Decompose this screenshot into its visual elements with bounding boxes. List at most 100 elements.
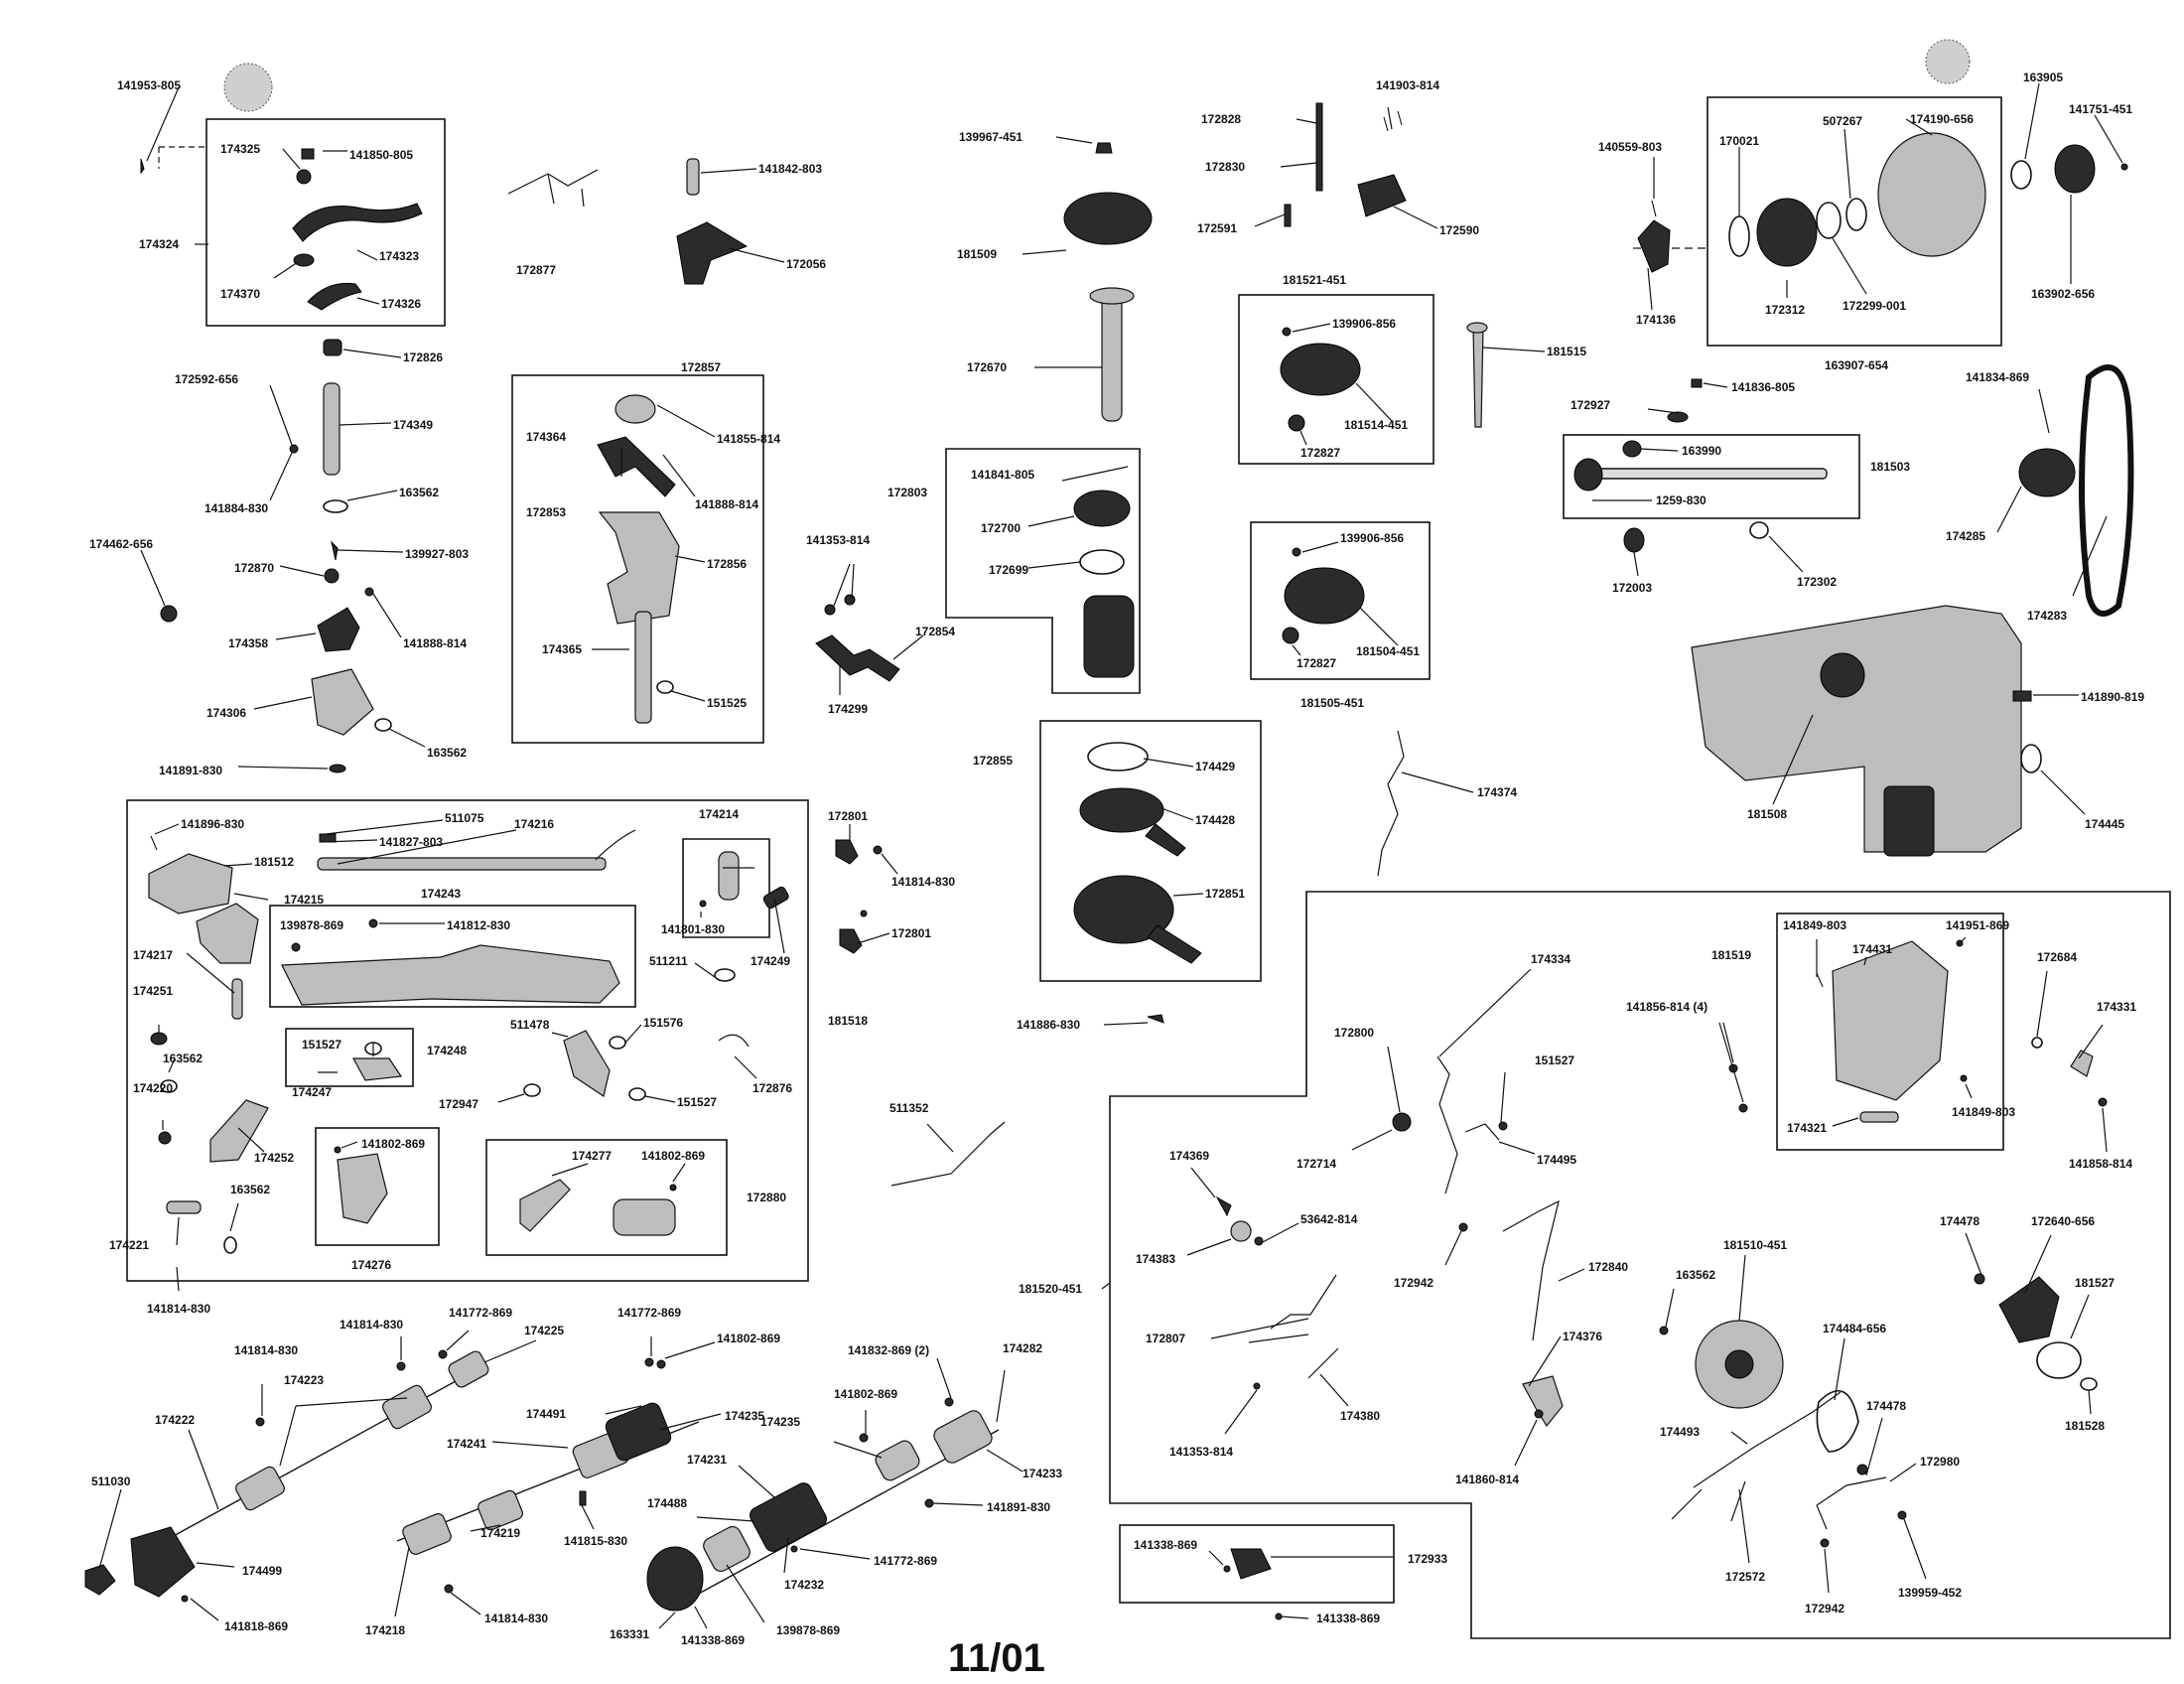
screw-141886 [1147, 1014, 1164, 1024]
label-141772-869-a: 141772-869 [449, 1306, 512, 1320]
link-174277-b [613, 1198, 676, 1236]
label-139906-856-b: 139906-856 [1340, 531, 1404, 545]
box-163907-654 [1706, 96, 2002, 347]
screw-141772-c [790, 1545, 798, 1553]
label-172980: 172980 [1920, 1455, 1960, 1469]
collar-163990 [1622, 440, 1642, 458]
label-172942-a: 172942 [1394, 1276, 1433, 1290]
lever-174334 [1436, 1055, 1458, 1194]
label-163907-654: 163907-654 [1825, 358, 1888, 372]
screw-141860 [1534, 1409, 1544, 1419]
box-172880 [485, 1139, 728, 1256]
label-141856-814-4: 141856-814 (4) [1626, 1000, 1707, 1014]
leader-lines [98, 82, 2123, 1629]
spool-172803 [1083, 595, 1135, 678]
pin-172591 [1284, 204, 1292, 227]
lever-174323 [292, 203, 423, 242]
label-174218: 174218 [365, 1623, 405, 1637]
label-141884-830: 141884-830 [205, 501, 268, 515]
part-172801-a [835, 839, 859, 865]
label-172851: 172851 [1205, 887, 1245, 901]
label-141802-869-a: 141802-869 [361, 1137, 425, 1151]
label-174276: 174276 [351, 1258, 391, 1272]
label-174241: 174241 [447, 1437, 486, 1451]
label-174232: 174232 [784, 1578, 824, 1592]
part-172826 [323, 339, 342, 356]
label-174445: 174445 [2085, 817, 2124, 831]
label-139967-451: 139967-451 [959, 130, 1023, 144]
collar-174233 [933, 1410, 993, 1464]
box-181505-451 [1250, 521, 1431, 680]
label-172684: 172684 [2037, 950, 2077, 964]
ring-511211 [714, 968, 736, 982]
label-174380: 174380 [1340, 1409, 1380, 1423]
collar-174488 [703, 1525, 751, 1573]
housing-172640 [1998, 1276, 2060, 1343]
label-172800: 172800 [1334, 1026, 1374, 1040]
label-172942-b: 172942 [1805, 1602, 1844, 1615]
gear-174232 [750, 1482, 827, 1552]
label-172801-a: 172801 [828, 809, 868, 823]
label-172853: 172853 [526, 505, 566, 519]
pulley-174285 [2018, 448, 2076, 497]
part-174478-b [1856, 1464, 1868, 1475]
label-172933: 172933 [1408, 1552, 1447, 1566]
label-141827-803: 141827-803 [379, 835, 443, 849]
label-139878-869-a: 139878-869 [280, 918, 343, 932]
part-illustrations [84, 39, 2134, 1620]
screw-141856-2 [1738, 1103, 1748, 1113]
box-174243 [269, 905, 636, 1008]
label-172877: 172877 [516, 263, 556, 277]
pulley-163902 [2054, 144, 2096, 194]
pulley-172312 [1756, 198, 1818, 267]
label-174231: 174231 [687, 1453, 727, 1467]
shaft-174222 [138, 1363, 487, 1556]
spring-172572 [1730, 1480, 1746, 1522]
screw-141802-d [859, 1433, 869, 1443]
label-174374: 174374 [1477, 785, 1517, 799]
screw-141814-a2 [860, 910, 868, 917]
arm-172840 [1502, 1199, 1560, 1341]
spring-172876 [718, 1034, 750, 1048]
belt-174283 [2079, 364, 2134, 617]
label-141860-814: 141860-814 [1455, 1473, 1519, 1486]
collar-174235 [875, 1440, 920, 1481]
disc-172700 [1073, 490, 1131, 527]
label-174495: 174495 [1537, 1153, 1576, 1167]
box-172857 [511, 374, 764, 744]
screw-141832 [944, 1397, 954, 1407]
clutch-174190 [1877, 132, 1986, 257]
screw-141849-a [1816, 972, 1824, 988]
label-174299: 174299 [828, 702, 868, 716]
label-174235-b: 174235 [760, 1415, 800, 1429]
label-139878-869-b: 139878-869 [776, 1623, 840, 1637]
bracket-172980 [1816, 1476, 1887, 1530]
label-181527: 181527 [2075, 1276, 2115, 1290]
label-141353-814-b: 141353-814 [1169, 1445, 1233, 1459]
ring-151527-c [1498, 1121, 1508, 1131]
label-172312: 172312 [1765, 303, 1805, 317]
label-172857: 172857 [681, 360, 721, 374]
label-141814-830-b: 141814-830 [147, 1302, 210, 1316]
label-172827-b: 172827 [1297, 656, 1336, 670]
washer-163562-b [374, 718, 392, 732]
label-141888-814-b: 141888-814 [695, 497, 758, 511]
part-172801-b [839, 928, 863, 954]
label-141814-830-a: 141814-830 [891, 875, 955, 889]
screw-172942-a [1458, 1222, 1468, 1232]
screw-141814-e [444, 1584, 454, 1594]
label-172302: 172302 [1797, 575, 1837, 589]
shaft-end-181503 [1573, 458, 1603, 491]
label-174283: 174283 [2027, 609, 2067, 623]
label-163562-b: 163562 [427, 746, 467, 760]
screw-141338-b [1223, 1565, 1231, 1573]
bracket-172056 [676, 221, 749, 285]
clamp-174358 [317, 607, 360, 652]
arm-174374 [1377, 730, 1405, 877]
label-181515: 181515 [1547, 345, 1586, 358]
label-174251: 174251 [133, 984, 173, 998]
label-181519: 181519 [1711, 948, 1751, 962]
label-141886-830: 141886-830 [1017, 1018, 1080, 1032]
label-139927-803: 139927-803 [405, 547, 469, 561]
